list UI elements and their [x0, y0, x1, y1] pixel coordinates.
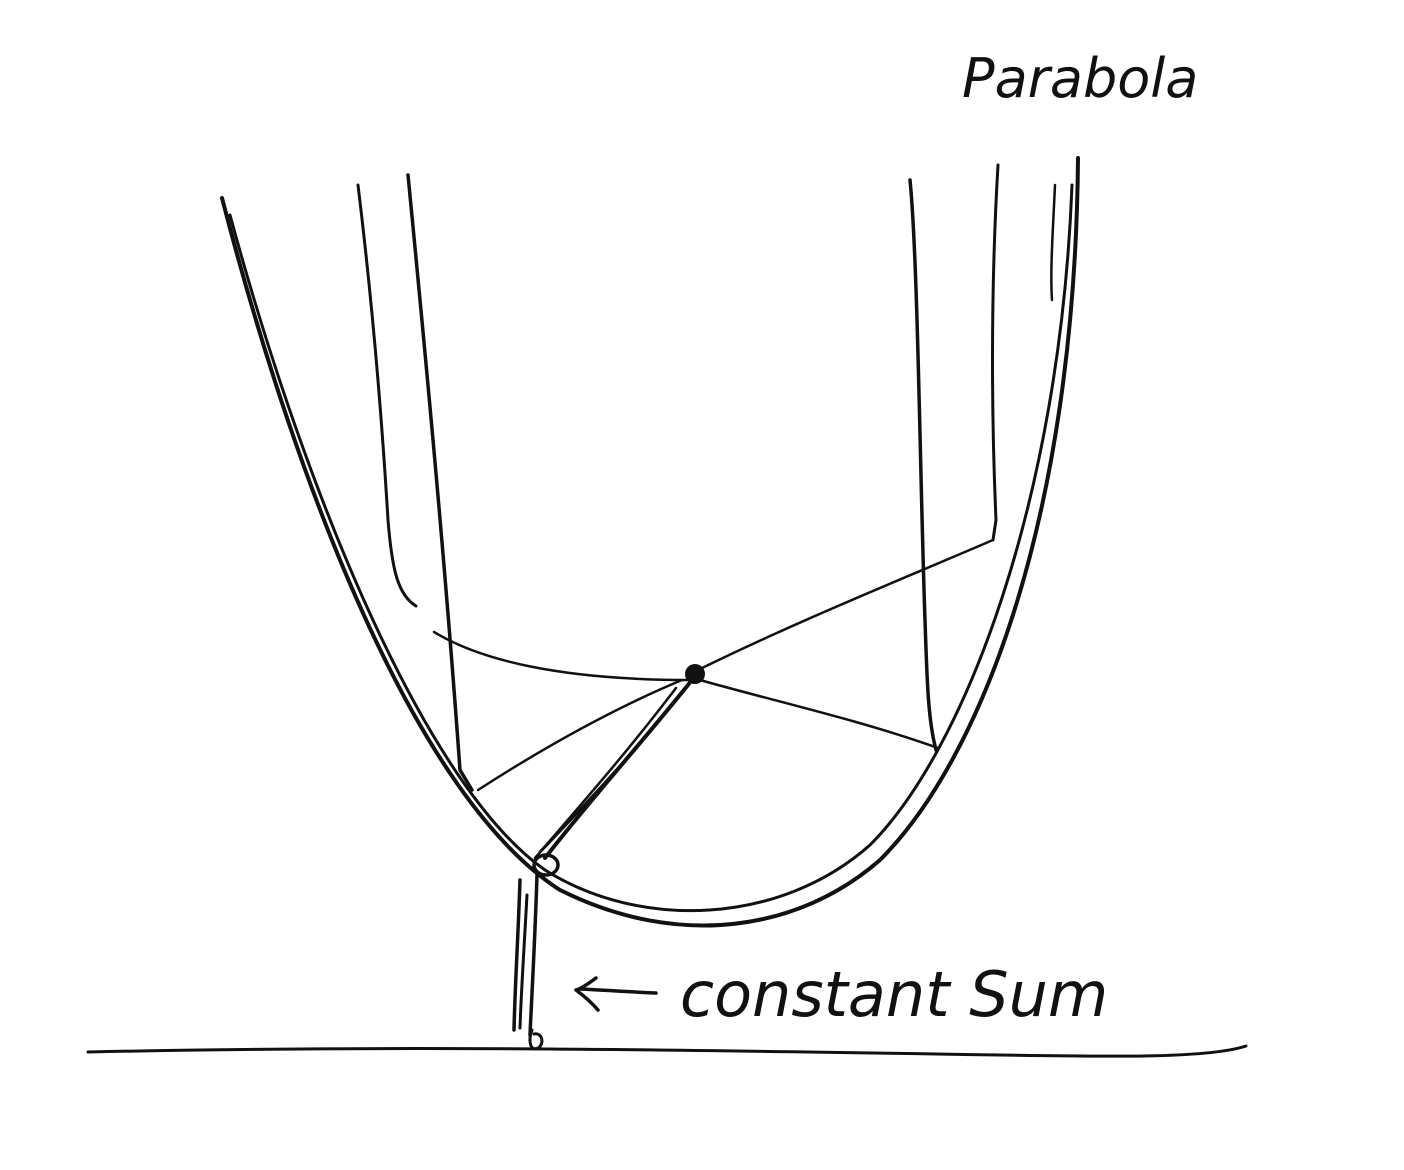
focus-line-1 [432, 630, 692, 682]
focus-line-2 [696, 538, 995, 672]
point-to-directrix-segment [512, 873, 544, 1051]
annotation-label: constant Sum [680, 958, 1108, 1031]
parabola-curve [220, 156, 1080, 928]
diagram-title: Parabola [962, 47, 1198, 110]
vertical-line-left-1 [356, 183, 418, 608]
focus-line-4 [476, 678, 684, 792]
annotation-arrow [574, 976, 658, 1012]
directrix-line [86, 1044, 1248, 1058]
vertical-line-left-2 [406, 173, 474, 792]
focus-line-3 [698, 678, 940, 750]
focus-to-point-segment [533, 678, 694, 860]
vertical-line-right-1 [908, 178, 938, 752]
marked-point [532, 853, 560, 877]
vertical-line-right-2 [991, 163, 1000, 542]
